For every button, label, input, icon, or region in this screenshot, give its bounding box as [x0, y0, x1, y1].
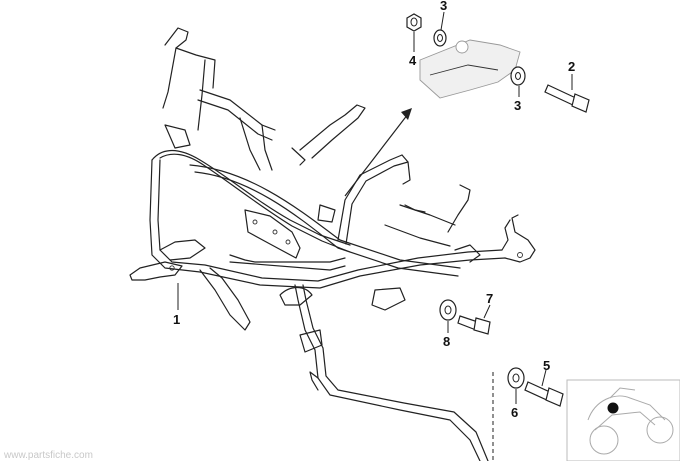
- pointer-arrow: [344, 108, 412, 197]
- callout-6: 6: [511, 405, 518, 420]
- bolt-part-5: [524, 381, 564, 407]
- watermark-text: www.partsfiche.com: [3, 450, 93, 461]
- mounting-bracket-detail: [419, 39, 521, 99]
- motorcycle-locator-icon: [566, 379, 680, 461]
- washer-part-6: [507, 367, 525, 389]
- frame-assembly: [129, 27, 536, 461]
- washer-part-8: [439, 299, 457, 321]
- bolt-part-2: [544, 84, 590, 113]
- washer-part-3-top: [433, 29, 447, 47]
- callout-3-top: 3: [440, 0, 447, 13]
- callout-1: 1: [173, 312, 180, 327]
- bolt-part-7: [457, 315, 491, 335]
- callout-leaders: [177, 11, 573, 404]
- callout-8: 8: [443, 334, 450, 349]
- location-marker: [607, 402, 619, 414]
- callout-2: 2: [568, 59, 575, 74]
- callout-7: 7: [486, 291, 493, 306]
- callout-5: 5: [543, 358, 550, 373]
- callout-labels: 1 2 3 3 4 5 6 7 8: [173, 0, 575, 420]
- callout-3-side: 3: [514, 98, 521, 113]
- callout-4: 4: [409, 53, 417, 68]
- nut-part-4: [406, 13, 422, 32]
- washer-part-3-side: [510, 66, 526, 86]
